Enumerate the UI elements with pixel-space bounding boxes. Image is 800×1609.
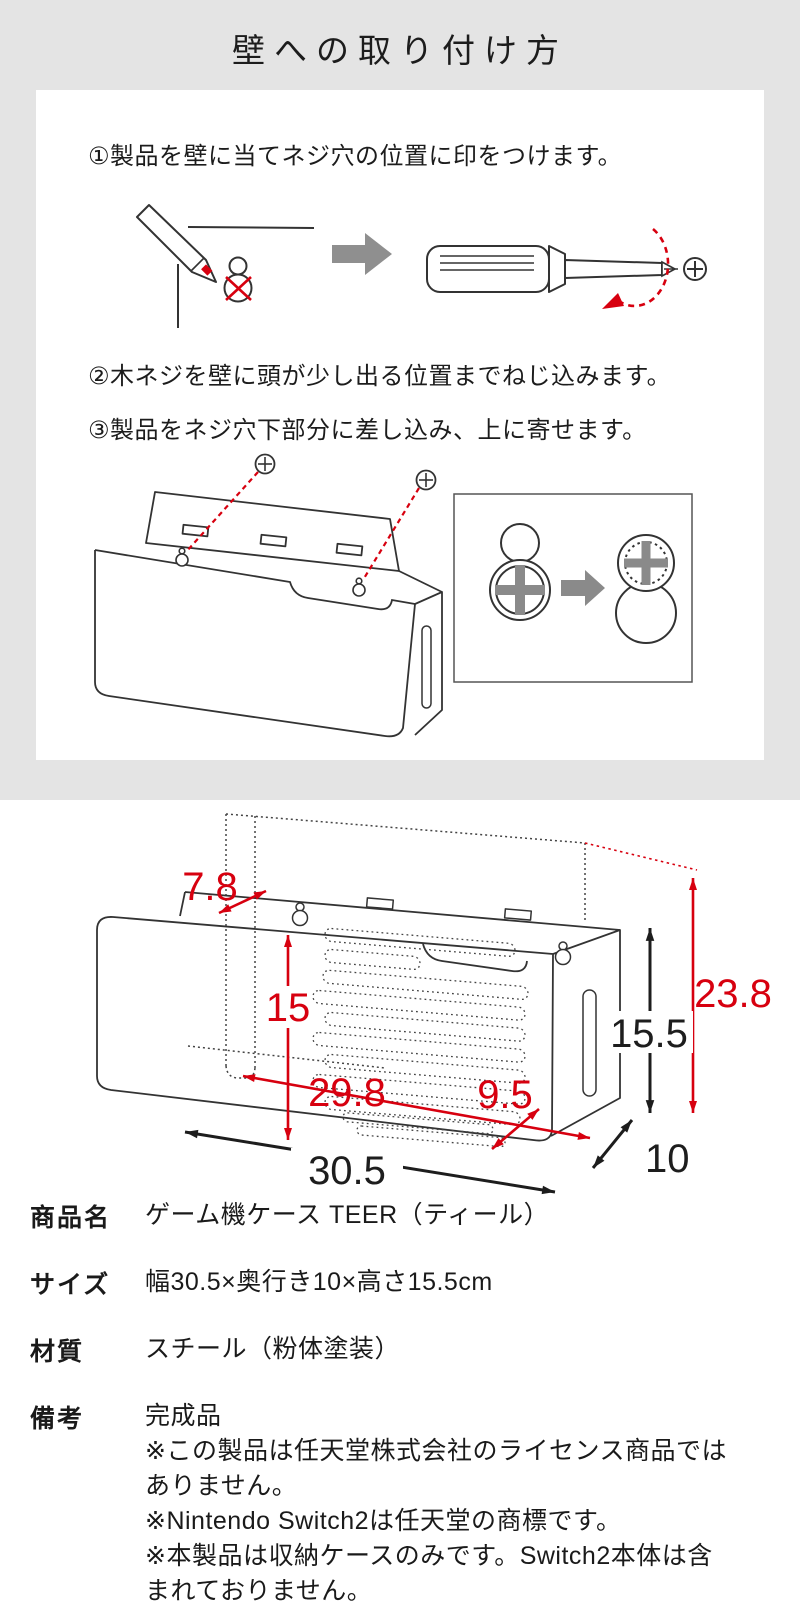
dimension-diagram: 7.8 15 29.8 9.5 23.8 30.5 15.5 10	[96, 813, 772, 1195]
spec-value-product-name: ゲーム機ケース TEER（ティール）	[145, 1201, 550, 1229]
spec-table: 商品名 ゲーム機ケース TEER（ティール） サイズ 幅30.5×奥行き10×高…	[30, 1198, 775, 1609]
spec-row-size: サイズ 幅30.5×奥行き10×高さ15.5cm	[30, 1265, 775, 1301]
mounting-guide-section: 壁への取り付け方 ①製品を壁に当てネジ穴の位置に印をつけます。	[0, 0, 800, 800]
step-2-text: ②木ネジを壁に頭が少し出る位置までねじ込みます。	[88, 363, 672, 390]
dim-outer-width: 30.5	[308, 1149, 386, 1193]
notes-line: ※本製品は収納ケースのみです。Switch2本体は含まれておりません。	[145, 1542, 713, 1605]
step-3-text: ③製品をネジ穴下部分に差し込み、上に寄せます。	[88, 417, 647, 444]
spec-value-notes: 完成品 ※この製品は任天堂株式会社のライセンス商品ではありません。 ※Ninte…	[145, 1399, 730, 1609]
notes-line: ※Nintendo Switch2は任天堂の商標です。	[145, 1507, 622, 1535]
spec-value-size: 幅30.5×奥行き10×高さ15.5cm	[145, 1268, 493, 1296]
dim-inner-height: 15	[266, 986, 311, 1030]
dim-inner-width: 29.8	[308, 1071, 386, 1115]
spec-label-material: 材質	[30, 1338, 85, 1366]
instruction-panel: ①製品を壁に当てネジ穴の位置に印をつけます。	[36, 90, 764, 760]
right-arrow-icon	[332, 233, 392, 275]
spec-row-notes: 備考 完成品 ※この製品は任天堂株式会社のライセンス商品ではありません。 ※Ni…	[30, 1399, 775, 1609]
case-mounting-illustration	[94, 453, 443, 738]
spec-label-product-name: 商品名	[30, 1204, 112, 1232]
page-title: 壁への取り付け方	[232, 32, 568, 69]
spec-value-material: スチール（粉体塗装）	[145, 1335, 401, 1363]
notes-line: 完成品	[145, 1402, 222, 1430]
dim-inner-depth: 9.5	[477, 1073, 533, 1117]
notes-line: ※この製品は任天堂株式会社のライセンス商品ではありません。	[145, 1437, 727, 1500]
pencil-marking-illustration	[136, 204, 315, 328]
dim-mount-height: 23.8	[694, 972, 772, 1016]
dim-outer-height: 15.5	[610, 1012, 688, 1056]
dim-top-inset: 7.8	[182, 865, 238, 909]
spec-row-product-name: 商品名 ゲーム機ケース TEER（ティール）	[30, 1198, 775, 1234]
step-1-text: ①製品を壁に当てネジ穴の位置に印をつけます。	[88, 143, 623, 170]
spec-label-size: サイズ	[30, 1271, 111, 1299]
screwdriver-illustration	[426, 227, 707, 309]
keyhole-slide-diagram	[453, 493, 693, 683]
spec-row-material: 材質 スチール（粉体塗装）	[30, 1332, 775, 1368]
spec-label-notes: 備考	[30, 1405, 85, 1433]
dim-outer-depth: 10	[645, 1137, 690, 1181]
